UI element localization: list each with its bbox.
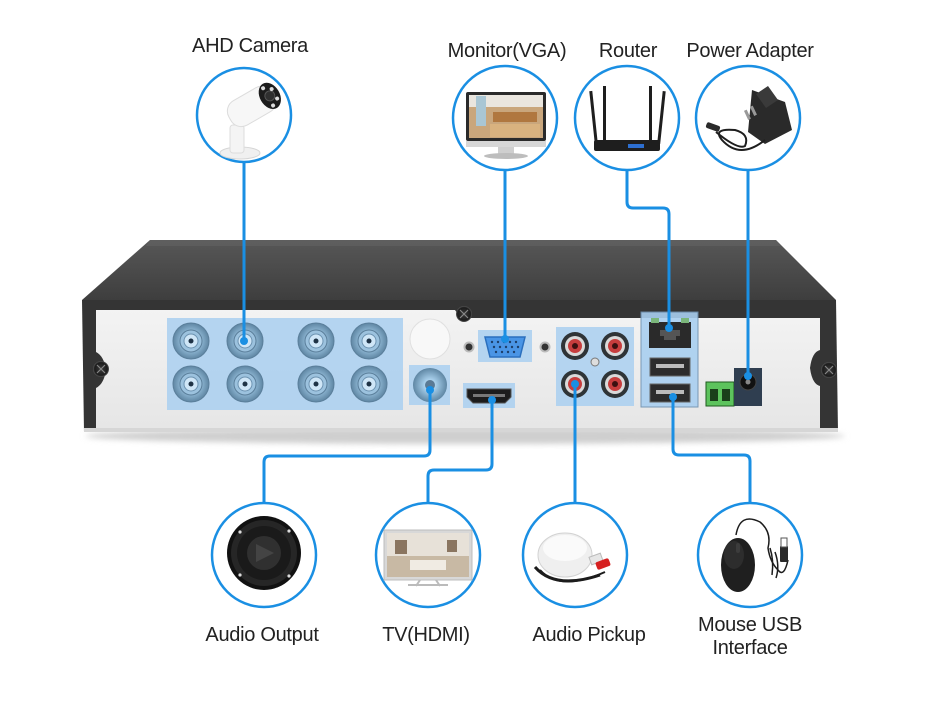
device-power-adapter: [694, 64, 802, 172]
line-mouse-usb: [671, 395, 752, 505]
usb-tongue: [656, 364, 684, 368]
rca-audio-inputs: [556, 327, 634, 406]
vga-screw: [539, 341, 551, 353]
label-mouse-usb-line1: Mouse USB: [697, 614, 802, 636]
rs485-terminal: [705, 381, 735, 407]
vga-screw: [463, 341, 475, 353]
rca-port-icon: [561, 370, 589, 398]
terminal-slot: [722, 389, 730, 401]
speaker-icon: [227, 516, 301, 590]
label-audio-pickup: Audio Pickup: [532, 624, 646, 646]
mouse-icon: [721, 518, 789, 592]
microphone-icon: [533, 532, 611, 583]
ground-screw: [590, 357, 600, 367]
label-router: Router: [598, 40, 658, 62]
bnc-port-icon: [172, 322, 210, 360]
router-icon: [589, 86, 666, 151]
bnc-port-icon: [350, 365, 388, 403]
device-audio-output: [210, 501, 318, 609]
screw-slot: [824, 365, 834, 375]
dc-power-port: [734, 368, 762, 406]
terminal-slot: [710, 389, 718, 401]
device-tv-hdmi: [374, 501, 482, 609]
label-power-adapter: Power Adapter: [686, 40, 814, 62]
bullet-camera-icon: [219, 82, 281, 160]
device-audio-pickup: [521, 501, 629, 609]
device-mouse-usb: [696, 501, 804, 609]
chassis-bottom-lip: [84, 428, 838, 432]
bnc-video-inputs: [167, 318, 403, 410]
dc-jack-pin: [745, 379, 751, 385]
power-adapter-icon: [705, 86, 792, 151]
device-ahd-camera: [195, 66, 293, 164]
knockout-plate: [409, 318, 451, 360]
connector-lines: [242, 161, 752, 505]
label-ahd-camera: AHD Camera: [192, 35, 308, 57]
label-audio-output: Audio Output: [205, 624, 319, 646]
screw-slot: [96, 364, 106, 374]
rca-port-icon: [601, 332, 629, 360]
label-mouse-usb: Mouse USB Interface: [680, 614, 820, 660]
bnc-port-icon: [350, 322, 388, 360]
lan-led: [681, 318, 689, 323]
chassis-top-highlight: [146, 240, 781, 246]
label-tv-hdmi: TV(HDMI): [382, 624, 470, 646]
hdmi-pins: [473, 394, 505, 397]
bnc-port-icon: [297, 322, 335, 360]
rj45-clip: [660, 330, 680, 340]
monitor-icon: [466, 92, 546, 159]
line-tv-hdmi: [426, 398, 494, 505]
lan-led: [651, 318, 659, 323]
vga-port: [463, 330, 551, 362]
chassis-top: [82, 240, 836, 300]
bnc-port-icon: [297, 365, 335, 403]
tv-icon: [383, 529, 473, 587]
bnc-port-icon: [172, 365, 210, 403]
line-router: [625, 169, 671, 330]
hdmi-port: [463, 383, 515, 408]
device-monitor-vga: [451, 64, 559, 172]
usb-tongue: [656, 390, 684, 394]
line-audio-output: [262, 388, 432, 505]
vga-pins: [490, 340, 520, 354]
rca-port-icon: [601, 370, 629, 398]
bnc-port-icon: [226, 365, 264, 403]
label-mouse-usb-line2: Interface: [712, 637, 788, 659]
screw-slot: [459, 309, 469, 319]
device-circle: [573, 64, 681, 172]
label-monitor-vga: Monitor(VGA): [447, 40, 567, 62]
device-router: [573, 64, 681, 172]
rca-port-icon: [561, 332, 589, 360]
connector-dots: [240, 324, 752, 404]
